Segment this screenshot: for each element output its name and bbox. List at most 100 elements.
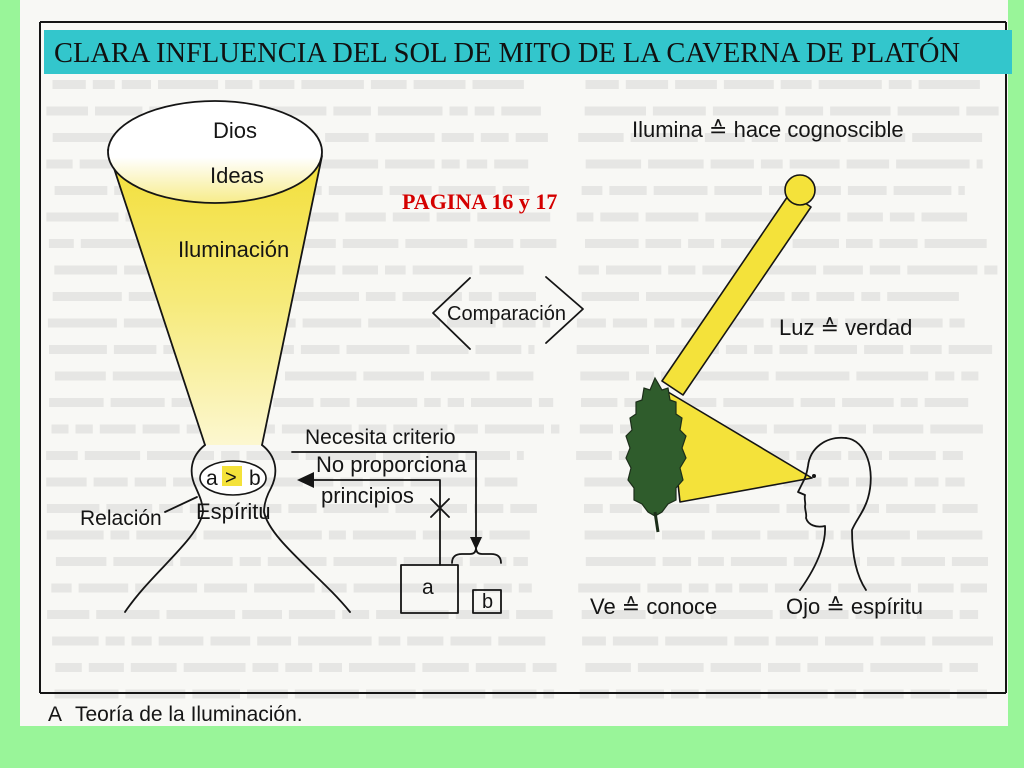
bleed-through-word — [489, 530, 530, 540]
bleed-through-word — [606, 265, 662, 275]
bleed-through-word — [438, 186, 496, 195]
bleed-through-word — [113, 557, 174, 566]
bleed-through-word — [342, 239, 399, 248]
bleed-through-word — [54, 186, 108, 195]
bleed-through-word — [949, 663, 978, 672]
bleed-through-word — [475, 663, 526, 672]
bleed-through-word — [46, 504, 100, 513]
bleed-through-word — [702, 265, 749, 275]
bleed-through-word — [471, 398, 532, 407]
bleed-through-word — [405, 239, 468, 248]
bleed-through-word — [84, 451, 141, 460]
bleed-through-word — [780, 80, 812, 89]
bleed-through-word — [814, 345, 857, 354]
bleed-through-word — [413, 80, 466, 89]
label-no-proporciona: No proporciona — [316, 452, 467, 477]
bleed-through-word — [441, 133, 474, 142]
bleed-through-word — [976, 159, 983, 169]
bleed-through-word — [123, 318, 189, 328]
bleed-through-word — [770, 318, 794, 328]
bleed-through-word — [917, 583, 954, 593]
bleed-through-word — [584, 504, 603, 513]
bleed-through-word — [880, 636, 926, 646]
bleed-through-word — [704, 133, 745, 142]
bleed-through-word — [54, 371, 106, 381]
bleed-through-word — [773, 424, 832, 434]
bleed-through-word — [128, 292, 156, 301]
bleed-through-word — [375, 133, 435, 142]
bleed-through-word — [580, 371, 630, 381]
bleed-through-word — [721, 239, 786, 248]
bleed-through-word — [942, 504, 978, 513]
bleed-through-word — [662, 530, 705, 540]
bleed-through-word — [166, 610, 236, 619]
bleed-through-word — [516, 451, 524, 460]
bleed-through-word — [298, 636, 372, 646]
bleed-through-word — [130, 663, 177, 672]
bleed-through-word — [246, 451, 299, 460]
bleed-through-word — [900, 398, 918, 407]
bleed-through-word — [358, 424, 387, 434]
bleed-through-word — [725, 345, 748, 354]
bleed-through-word — [649, 504, 710, 513]
bleed-through-word — [846, 159, 890, 169]
bleed-through-word — [96, 610, 160, 619]
relation-pointer — [164, 496, 198, 513]
bleed-through-word — [652, 106, 706, 116]
bleed-through-word — [345, 212, 386, 222]
bleed-through-word — [695, 371, 769, 381]
bleed-through-word — [147, 451, 214, 460]
bleed-through-word — [584, 477, 653, 487]
bleed-through-word — [328, 186, 383, 195]
bleed-through-word — [403, 557, 463, 566]
bleed-through-word — [800, 398, 836, 407]
bleed-through-word — [257, 636, 292, 646]
sun-analogy — [625, 174, 872, 591]
label-relacion: Relación — [80, 507, 162, 530]
diagram-frame — [39, 21, 1007, 694]
bleed-through-word — [469, 557, 507, 566]
bleed-through-word — [711, 530, 761, 540]
bleed-through-word — [612, 318, 648, 328]
bleed-through-word — [424, 398, 441, 407]
label-espiritu: Espíritu — [196, 499, 271, 524]
bleed-through-word — [93, 477, 128, 487]
bleed-through-word — [856, 504, 879, 513]
bleed-through-word — [356, 398, 418, 407]
bleed-through-word — [609, 186, 647, 195]
bleed-through-word — [935, 371, 955, 381]
bleed-through-word — [410, 477, 478, 487]
bleed-through-word — [960, 583, 987, 593]
bleed-through-word — [584, 530, 655, 540]
bleed-through-word — [441, 159, 460, 169]
bleed-through-word — [734, 636, 769, 646]
bleed-through-word — [984, 265, 998, 275]
bleed-through-word — [79, 159, 117, 169]
bleed-through-word — [775, 371, 850, 381]
bleed-through-word — [901, 557, 945, 566]
bleed-through-word — [625, 80, 669, 89]
label-luz: Luz ≙ verdad — [779, 315, 912, 340]
bleed-through-word — [474, 106, 495, 116]
bleed-through-word — [785, 133, 841, 142]
bleed-through-word — [285, 371, 357, 381]
bleed-through-word — [267, 557, 327, 566]
bleed-through-word — [542, 318, 551, 328]
tree-trunk — [653, 511, 660, 533]
bleed-through-word — [887, 292, 959, 301]
bleed-through-word — [110, 530, 130, 540]
bleed-through-word — [847, 133, 906, 142]
label-comparacion: Comparación — [447, 303, 566, 325]
bleed-through-word — [447, 318, 496, 328]
bleed-through-word — [578, 265, 599, 275]
box-a — [400, 564, 459, 614]
bleed-through-word — [389, 186, 432, 195]
bleed-through-word — [803, 610, 849, 619]
bleed-through-word — [807, 663, 864, 672]
bleed-through-word — [576, 212, 594, 222]
bleed-through-word — [480, 133, 509, 142]
bleed-through-word — [867, 557, 895, 566]
bleed-through-word — [879, 239, 918, 248]
bleed-through-word — [313, 159, 379, 169]
bleed-through-word — [723, 80, 774, 89]
